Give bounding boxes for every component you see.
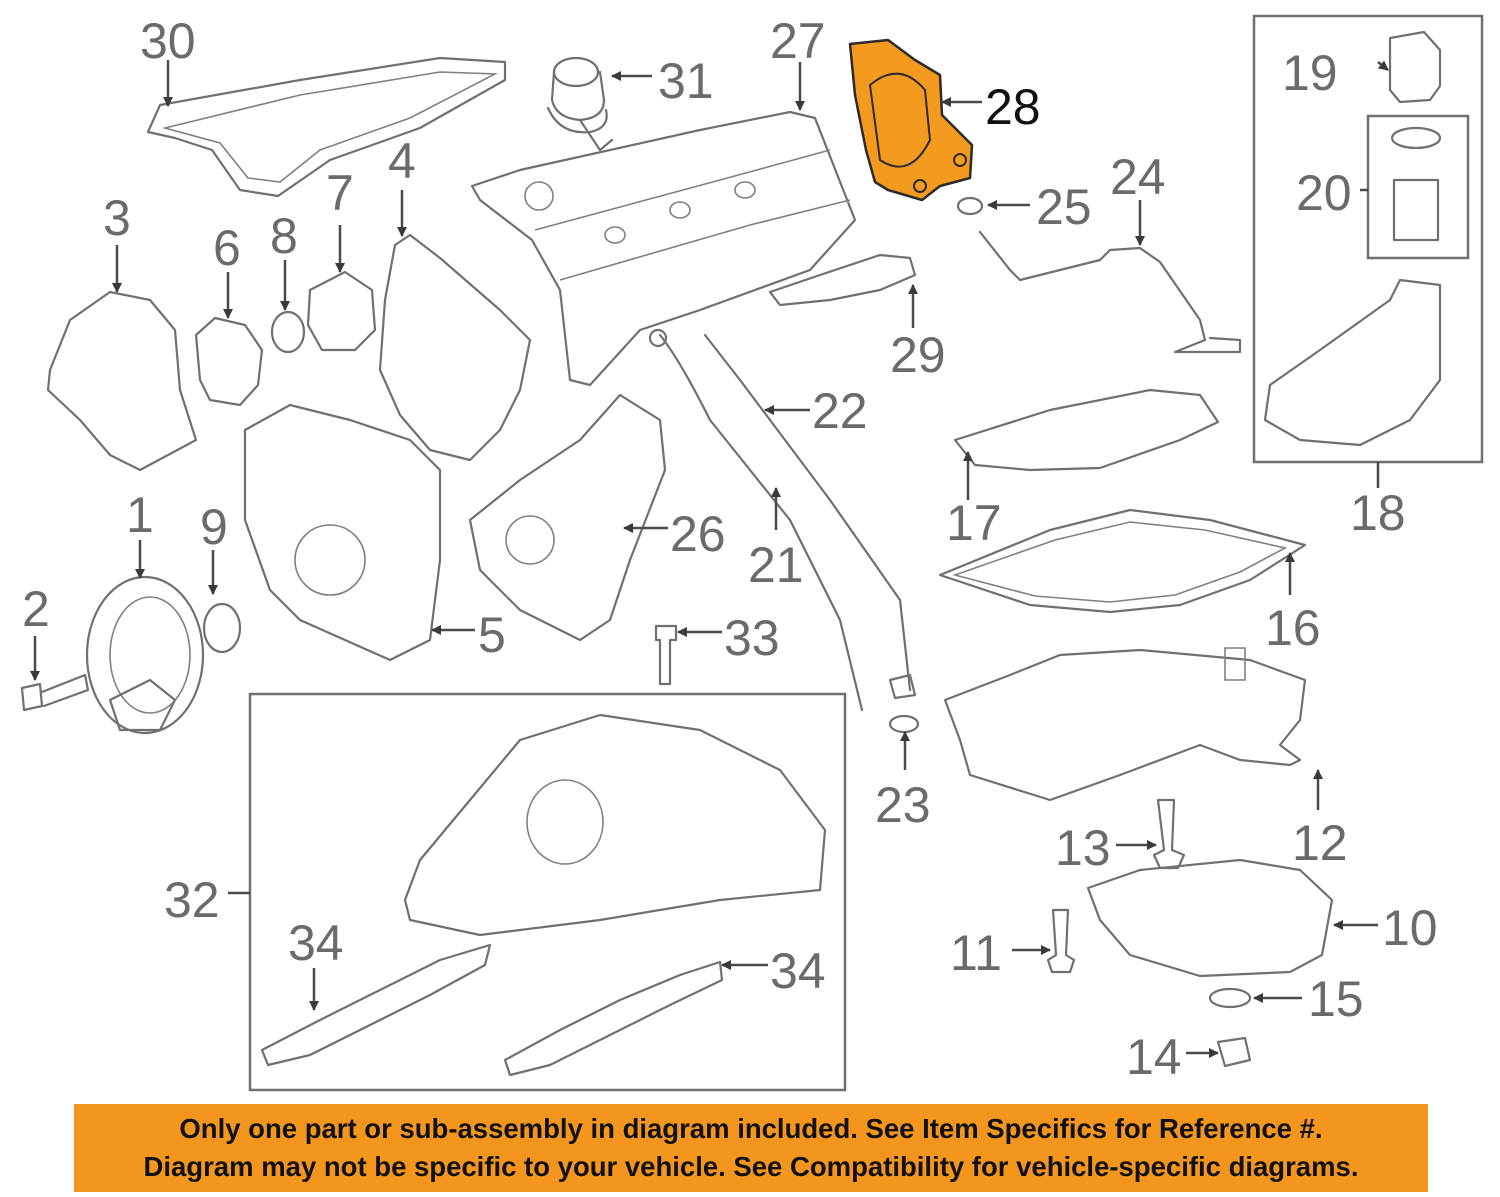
drain-bolt-part <box>1046 908 1076 974</box>
callout-20: 20 <box>1296 165 1352 221</box>
seal-ring-part <box>956 196 984 216</box>
o-ring-part <box>202 602 242 654</box>
oil-pipe-part <box>978 230 1242 354</box>
disclaimer-banner: Only one part or sub-assembly in diagram… <box>74 1104 1428 1192</box>
oil-filter-housing-part <box>1263 278 1442 447</box>
callout-11: 11 <box>950 925 1002 981</box>
callout-28: 28 <box>985 79 1041 135</box>
callout-7: 7 <box>326 165 354 221</box>
manifold-gasket-right-part <box>503 960 724 1077</box>
heat-shield-part <box>768 253 917 307</box>
harmonic-balancer-part <box>85 575 205 735</box>
oil-filter-element-box <box>1366 114 1470 260</box>
oil-pump-part <box>468 393 667 642</box>
disclaimer-line-1: Only one part or sub-assembly in diagram… <box>179 1113 1323 1144</box>
callout-13: 13 <box>1055 820 1111 876</box>
callout-33: 33 <box>724 610 780 666</box>
callout-34-right: 34 <box>770 943 826 999</box>
oil-pan-bolt-part <box>1152 798 1186 870</box>
timing-cover-part <box>243 403 442 662</box>
callout-3: 3 <box>103 190 131 246</box>
crank-seal-part <box>270 310 306 354</box>
oil-filter-housing-box <box>1252 14 1484 464</box>
oil-pan-gasket-part <box>938 508 1307 614</box>
timing-cover-upper-part <box>378 233 532 462</box>
callout-27: 27 <box>770 13 826 69</box>
callout-30: 30 <box>140 13 196 69</box>
crank-bolt-part <box>20 673 90 712</box>
callout-9: 9 <box>200 499 228 555</box>
leader-lines <box>30 60 1389 1058</box>
oil-filter-element-part <box>1390 126 1442 242</box>
callout-23: 23 <box>875 777 931 833</box>
drain-plug-part <box>1216 1036 1252 1068</box>
callout-15: 15 <box>1308 971 1364 1027</box>
cover-gasket-part <box>306 270 377 352</box>
intake-manifold-box <box>248 692 847 1092</box>
callout-4: 4 <box>388 133 416 189</box>
oil-pan-baffle-part <box>953 388 1220 472</box>
callout-17: 17 <box>946 495 1002 551</box>
lower-oil-pan-part <box>1086 858 1334 978</box>
manifold-gasket-left-part <box>260 943 492 1067</box>
callout-16: 16 <box>1265 600 1321 656</box>
dipstick-part <box>658 333 864 712</box>
valve-cover-gasket-part <box>146 56 507 198</box>
drain-washer-part <box>1208 987 1252 1009</box>
callout-22: 22 <box>812 383 868 439</box>
callout-2: 2 <box>22 581 50 637</box>
tube-seal-part <box>888 714 920 734</box>
callout-5: 5 <box>478 607 506 663</box>
oil-filler-cap-part <box>546 56 614 152</box>
callout-32: 32 <box>164 872 220 928</box>
callout-25: 25 <box>1036 179 1092 235</box>
callout-6: 6 <box>213 220 241 276</box>
thermostat-housing-part <box>194 316 264 407</box>
callout-24: 24 <box>1110 149 1166 205</box>
valve-cover-part <box>470 110 857 387</box>
highlighted-bracket-part <box>848 38 974 202</box>
callout-1: 1 <box>126 487 154 543</box>
callout-31: 31 <box>658 53 714 109</box>
callout-10: 10 <box>1382 900 1438 956</box>
callout-14: 14 <box>1126 1029 1182 1085</box>
callout-26: 26 <box>670 506 726 562</box>
intake-manifold-part <box>403 713 827 937</box>
upper-oil-pan-part <box>943 648 1307 802</box>
callout-8: 8 <box>270 208 298 264</box>
dipstick-tube-part <box>703 333 912 692</box>
callout-18: 18 <box>1350 485 1406 541</box>
water-pump-housing-part <box>46 290 198 472</box>
callout-29: 29 <box>890 327 946 383</box>
manifold-bolt-part <box>654 624 678 686</box>
callout-19: 19 <box>1282 45 1338 101</box>
disclaimer-line-2: Diagram may not be specific to your vehi… <box>143 1151 1359 1182</box>
oil-filter-cap-part <box>1388 30 1442 104</box>
callout-34-left: 34 <box>288 915 344 971</box>
callout-12: 12 <box>1292 815 1348 871</box>
callout-21: 21 <box>748 537 804 593</box>
